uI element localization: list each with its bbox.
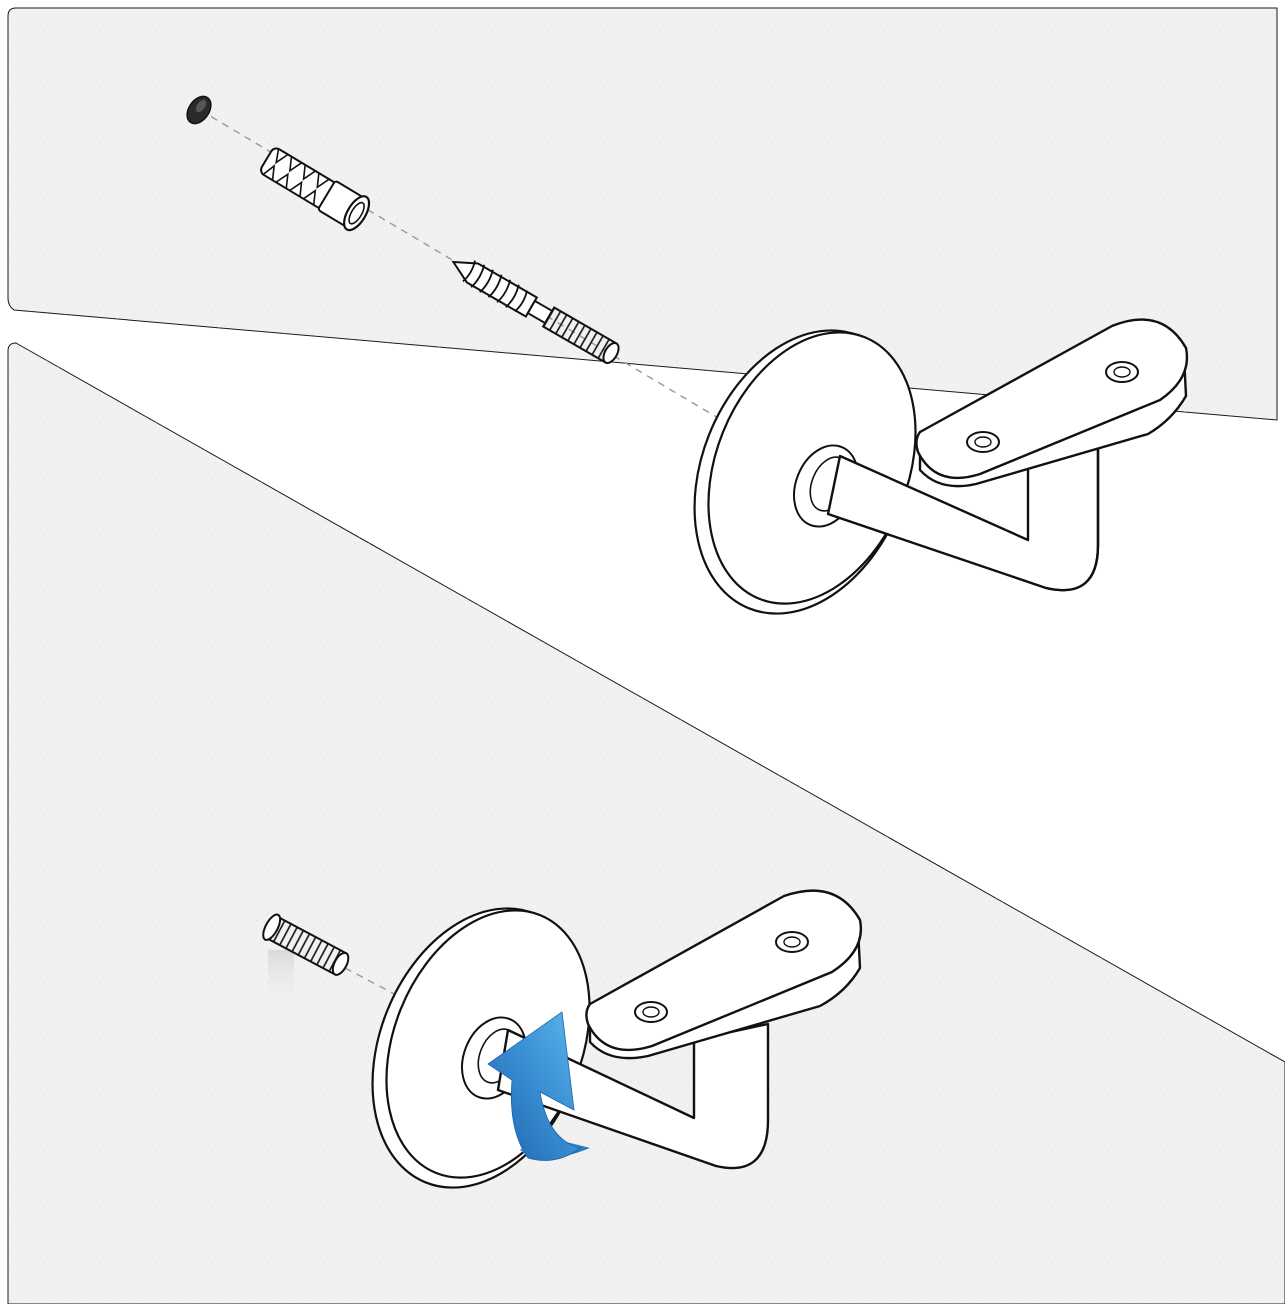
assembly-diagram	[0, 0, 1285, 1304]
